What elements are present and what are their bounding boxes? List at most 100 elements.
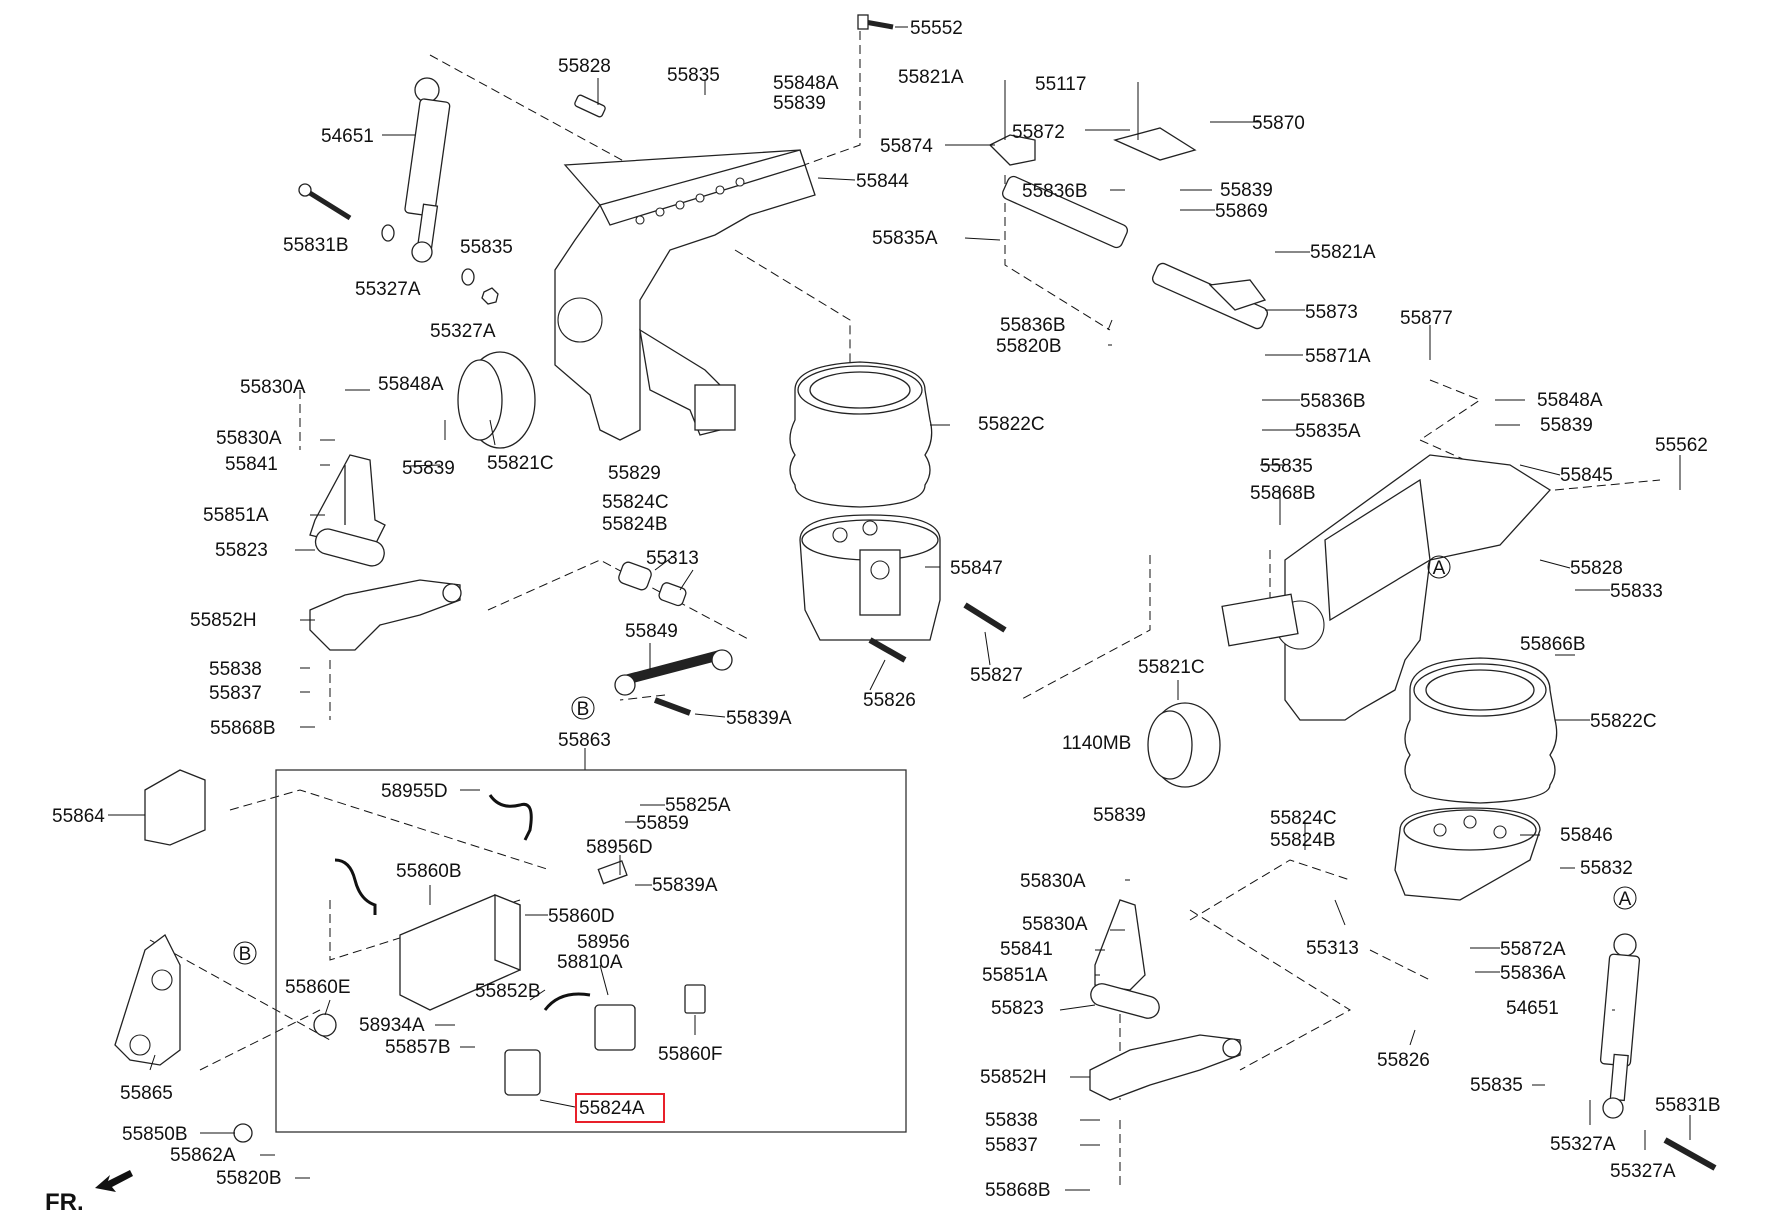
- part-label: 55822C: [978, 414, 1045, 435]
- valve-assembly: [233, 794, 706, 1143]
- bolt-55831b: [1663, 1137, 1717, 1171]
- part-label: 54651: [1506, 998, 1559, 1019]
- part-label: 55868B: [1250, 483, 1316, 504]
- callout-circle: [1613, 886, 1637, 910]
- part-label: 55826: [1377, 1050, 1430, 1071]
- part-label: 55313: [1306, 938, 1359, 959]
- bushing-55823: [1090, 983, 1160, 1019]
- part-label: 55839: [1093, 805, 1146, 826]
- part-label: 55327A: [1550, 1134, 1616, 1155]
- part-label: 55821A: [1310, 242, 1376, 263]
- part-label: 55839A: [726, 708, 792, 729]
- part-label: 55862A: [170, 1145, 236, 1166]
- part-label: 55839: [1220, 180, 1273, 201]
- part-label: 55848A: [773, 73, 839, 94]
- part-label: 55832: [1580, 858, 1633, 879]
- part-label: 55830A: [216, 428, 282, 449]
- part-label: 55836A: [1500, 963, 1566, 984]
- part-label: 55823: [215, 540, 268, 561]
- part-label: 55829: [608, 463, 661, 484]
- bolt-55839a: [653, 697, 692, 716]
- part-label: 55827: [970, 665, 1023, 686]
- part-label: 55830A: [1022, 914, 1088, 935]
- part-label: 55849: [625, 621, 678, 642]
- front-direction-indicator: FR.: [45, 1170, 133, 1211]
- part-label: 55836B: [1300, 391, 1366, 412]
- axle-seat-55847: [799, 514, 941, 641]
- part-label: 55838: [985, 1110, 1038, 1131]
- pin-55828: [574, 94, 606, 118]
- part-label: 55874: [880, 136, 933, 157]
- bolt-55826: [868, 637, 907, 663]
- nut: [481, 287, 499, 305]
- part-label: 55836B: [1022, 181, 1088, 202]
- axle-seat-55846: [1394, 807, 1541, 901]
- part-label: 55868B: [210, 718, 276, 739]
- part-label: 55313: [646, 548, 699, 569]
- part-label: 55327A: [1610, 1161, 1676, 1182]
- part-label: 55825A: [665, 795, 731, 816]
- part-label: 55830A: [1020, 871, 1086, 892]
- part-label: 55562: [1655, 435, 1708, 456]
- part-label: 55872A: [1500, 939, 1566, 960]
- part-label: 58810A: [557, 952, 623, 973]
- callout-circle: [571, 696, 595, 720]
- air-bag-lower: [1404, 657, 1558, 804]
- callout-label: A: [1433, 558, 1446, 579]
- part-label: 55835: [460, 237, 513, 258]
- part-label: 55864: [52, 806, 105, 827]
- lower-right-hanger: [1094, 899, 1146, 991]
- part-label: 55857B: [385, 1037, 451, 1058]
- part-label: 55824C: [602, 492, 669, 513]
- fr-label: FR.: [45, 1189, 84, 1211]
- part-label: 55824C: [1270, 808, 1337, 829]
- part-label: 54651: [321, 126, 374, 147]
- part-label: 55844: [856, 171, 909, 192]
- part-label: 55860B: [396, 861, 462, 882]
- part-label: 58934A: [359, 1015, 425, 1036]
- part-label: 55837: [209, 683, 262, 704]
- part-label: 55870: [1252, 113, 1305, 134]
- part-label: 55826: [863, 690, 916, 711]
- part-label: 55828: [1570, 558, 1623, 579]
- callout-circle: [233, 941, 257, 965]
- part-label: 55863: [558, 730, 611, 751]
- part-label: 55824B: [1270, 830, 1336, 851]
- part-label: 55839A: [652, 875, 718, 896]
- bushing: [618, 561, 652, 591]
- leader-lines: [108, 26, 1691, 1191]
- washer: [461, 268, 475, 286]
- parts: [114, 14, 1717, 1171]
- part-label: 58956D: [586, 837, 653, 858]
- part-label: 55872: [1012, 122, 1065, 143]
- part-label: 55873: [1305, 302, 1358, 323]
- highlight-box-55824a: [575, 1093, 665, 1123]
- part-label: 55820B: [996, 336, 1062, 357]
- part-label: 55327A: [430, 321, 496, 342]
- rear-hanger-bracket: [1221, 454, 1552, 721]
- part-label: 55835A: [872, 228, 938, 249]
- part-label: 55848A: [1537, 390, 1603, 411]
- part-label: 55868B: [985, 1180, 1051, 1201]
- part-label: 55831B: [283, 235, 349, 256]
- rear-air-spring: [1147, 702, 1221, 788]
- washer: [381, 224, 395, 242]
- part-label: 55822C: [1590, 711, 1657, 732]
- part-label: 1140MB: [1062, 733, 1131, 754]
- part-label: 55838: [209, 659, 262, 680]
- part-label: 55847: [950, 558, 1003, 579]
- part-label: 55836B: [1000, 315, 1066, 336]
- dashed-assembly-lines: [149, 17, 1661, 1190]
- part-label: 55852B: [475, 981, 541, 1002]
- part-label: 55552: [910, 18, 963, 39]
- part-label: 55860F: [658, 1044, 722, 1065]
- part-label: 58956: [577, 932, 630, 953]
- callout-label: B: [239, 944, 252, 965]
- part-label: 55839: [402, 458, 455, 479]
- front-air-spring: [457, 351, 536, 449]
- bushing: [658, 582, 687, 607]
- part-label: 55841: [1000, 939, 1053, 960]
- valve-assembly-box: [275, 769, 907, 1133]
- part-label: 55860E: [285, 977, 351, 998]
- part-label: 55852H: [190, 610, 257, 631]
